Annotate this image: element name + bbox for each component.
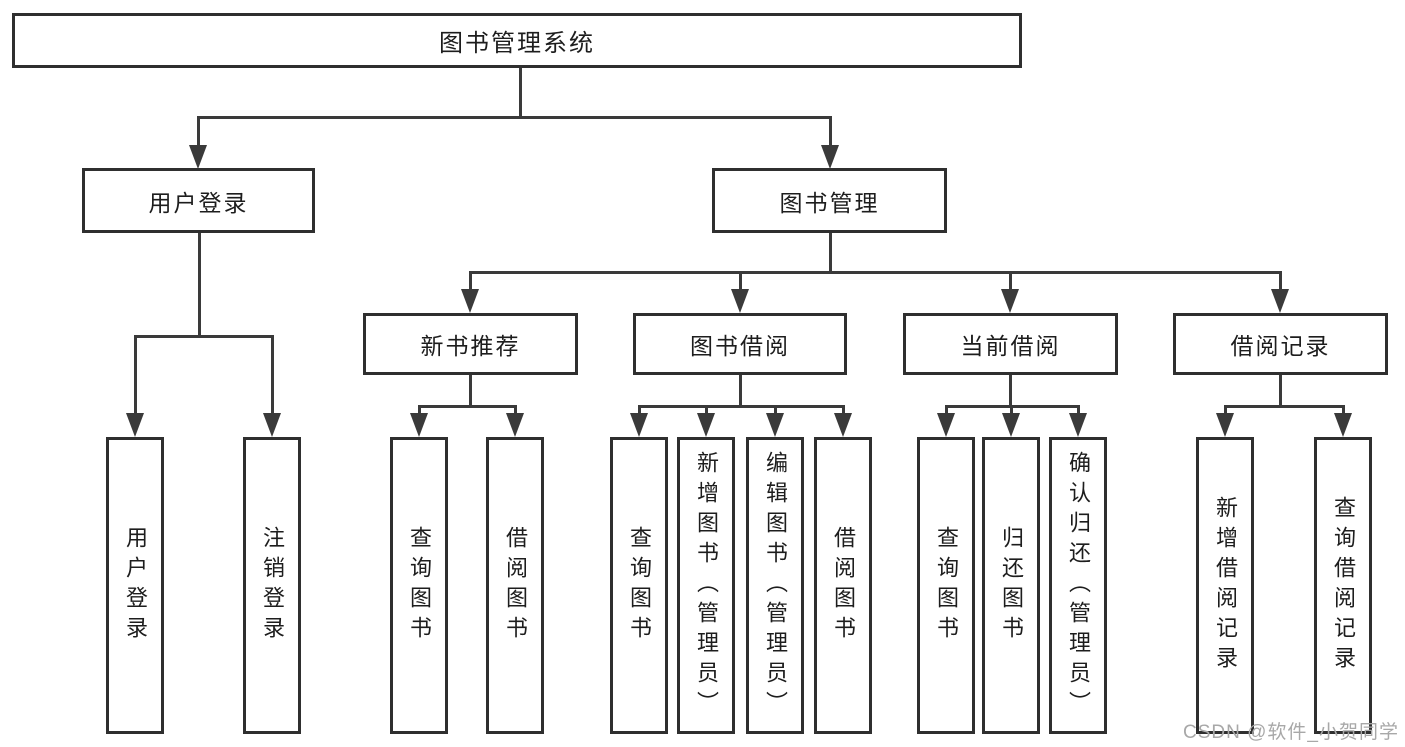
- node-borrowing-records: 借阅记录: [1173, 313, 1388, 375]
- connector-line: [417, 404, 517, 408]
- leaf-add-borrow-record-label: 新增借阅记录: [1213, 495, 1238, 676]
- arrow-down-icon: [263, 413, 281, 437]
- node-book-management-label: 图书管理: [779, 189, 880, 216]
- connector-line: [468, 270, 1282, 274]
- connector-line: [196, 115, 832, 119]
- leaf-borrow-books-label: 借阅图书: [503, 525, 528, 646]
- leaf-borrow-books: 借阅图书: [486, 437, 544, 734]
- leaf-logout: 注销登录: [243, 437, 301, 734]
- node-borrowing-records-label: 借阅记录: [1230, 333, 1331, 359]
- connector-line: [468, 272, 472, 289]
- connector-line: [1223, 406, 1227, 413]
- leaf-query-books: 查询图书: [390, 437, 448, 734]
- arrow-down-icon: [1216, 413, 1234, 437]
- arrow-down-icon: [834, 413, 852, 437]
- arrow-down-icon: [731, 289, 749, 313]
- node-current-borrowing: 当前借阅: [903, 313, 1118, 375]
- arrow-down-icon: [766, 413, 784, 437]
- connector-line: [1278, 375, 1282, 406]
- connector-line: [637, 404, 845, 408]
- arrow-down-icon: [189, 145, 207, 169]
- leaf-query-books-label: 查询图书: [407, 525, 432, 646]
- connector-line: [1009, 406, 1013, 413]
- connector-line: [1076, 406, 1080, 413]
- connector-line: [133, 334, 274, 338]
- connector-line: [944, 406, 948, 413]
- leaf-query-books: 查询图书: [610, 437, 668, 734]
- node-book-borrowing-label: 图书借阅: [690, 333, 790, 359]
- leaf-user-login: 用户登录: [106, 437, 164, 734]
- connector-line: [417, 406, 421, 413]
- arrow-down-icon: [506, 413, 524, 437]
- leaf-return-book-label: 归还图书: [999, 525, 1024, 646]
- arrow-down-icon: [1001, 289, 1019, 313]
- node-book-management: 图书管理: [712, 168, 947, 233]
- connector-line: [1223, 404, 1345, 408]
- leaf-borrow-books-label: 借阅图书: [831, 525, 856, 646]
- arrow-down-icon: [697, 413, 715, 437]
- connector-line: [773, 406, 777, 413]
- arrow-down-icon: [126, 413, 144, 437]
- leaf-add-book-admin-label: 新增图书（管理员）: [694, 450, 719, 721]
- watermark: CSDN @软件_小贺同学: [1183, 722, 1399, 743]
- connector-line: [1341, 406, 1345, 413]
- connector-line: [513, 406, 517, 413]
- arrow-down-icon: [937, 413, 955, 437]
- connector-line: [828, 117, 832, 145]
- node-book-borrowing: 图书借阅: [633, 313, 847, 375]
- connector-line: [738, 272, 742, 289]
- arrow-down-icon: [630, 413, 648, 437]
- connector-line: [1008, 272, 1012, 289]
- leaf-confirm-return-admin: 确认归还（管理员）: [1049, 437, 1107, 734]
- connector-line: [1008, 375, 1012, 406]
- leaf-edit-book-admin: 编辑图书（管理员）: [746, 437, 804, 734]
- arrow-down-icon: [410, 413, 428, 437]
- arrow-down-icon: [1334, 413, 1352, 437]
- connector-line: [197, 233, 201, 336]
- leaf-query-borrow-record: 查询借阅记录: [1314, 437, 1372, 734]
- connector-line: [841, 406, 845, 413]
- node-user-login: 用户登录: [82, 168, 315, 233]
- leaf-add-borrow-record: 新增借阅记录: [1196, 437, 1254, 734]
- leaf-query-books-label: 查询图书: [627, 525, 652, 646]
- leaf-confirm-return-admin-label: 确认归还（管理员）: [1066, 450, 1091, 721]
- arrow-down-icon: [461, 289, 479, 313]
- node-current-borrowing-label: 当前借阅: [960, 333, 1061, 359]
- connector-line: [270, 336, 274, 413]
- leaf-query-borrow-record-label: 查询借阅记录: [1331, 495, 1356, 676]
- connector-line: [828, 233, 832, 272]
- connector-line: [738, 375, 742, 406]
- node-library-system: 图书管理系统: [12, 13, 1022, 68]
- connector-line: [468, 375, 472, 406]
- connector-line: [637, 406, 641, 413]
- leaf-add-book-admin: 新增图书（管理员）: [677, 437, 735, 734]
- leaf-query-books: 查询图书: [917, 437, 975, 734]
- connector-line: [196, 117, 200, 145]
- connector-line: [704, 406, 708, 413]
- arrow-down-icon: [1271, 289, 1289, 313]
- node-library-system-label: 图书管理系统: [439, 30, 595, 57]
- connector-line: [518, 68, 522, 117]
- leaf-query-books-label: 查询图书: [934, 525, 959, 646]
- leaf-borrow-books: 借阅图书: [814, 437, 872, 734]
- leaf-logout-label: 注销登录: [260, 525, 285, 646]
- arrow-down-icon: [821, 145, 839, 169]
- arrow-down-icon: [1002, 413, 1020, 437]
- node-new-book-recommend-label: 新书推荐: [420, 333, 521, 359]
- node-user-login-label: 用户登录: [148, 189, 249, 216]
- node-new-book-recommend: 新书推荐: [363, 313, 578, 375]
- connector-line: [1278, 272, 1282, 289]
- leaf-user-login-label: 用户登录: [123, 525, 148, 646]
- leaf-return-book: 归还图书: [982, 437, 1040, 734]
- arrow-down-icon: [1069, 413, 1087, 437]
- leaf-edit-book-admin-label: 编辑图书（管理员）: [763, 450, 788, 721]
- connector-line: [133, 336, 137, 413]
